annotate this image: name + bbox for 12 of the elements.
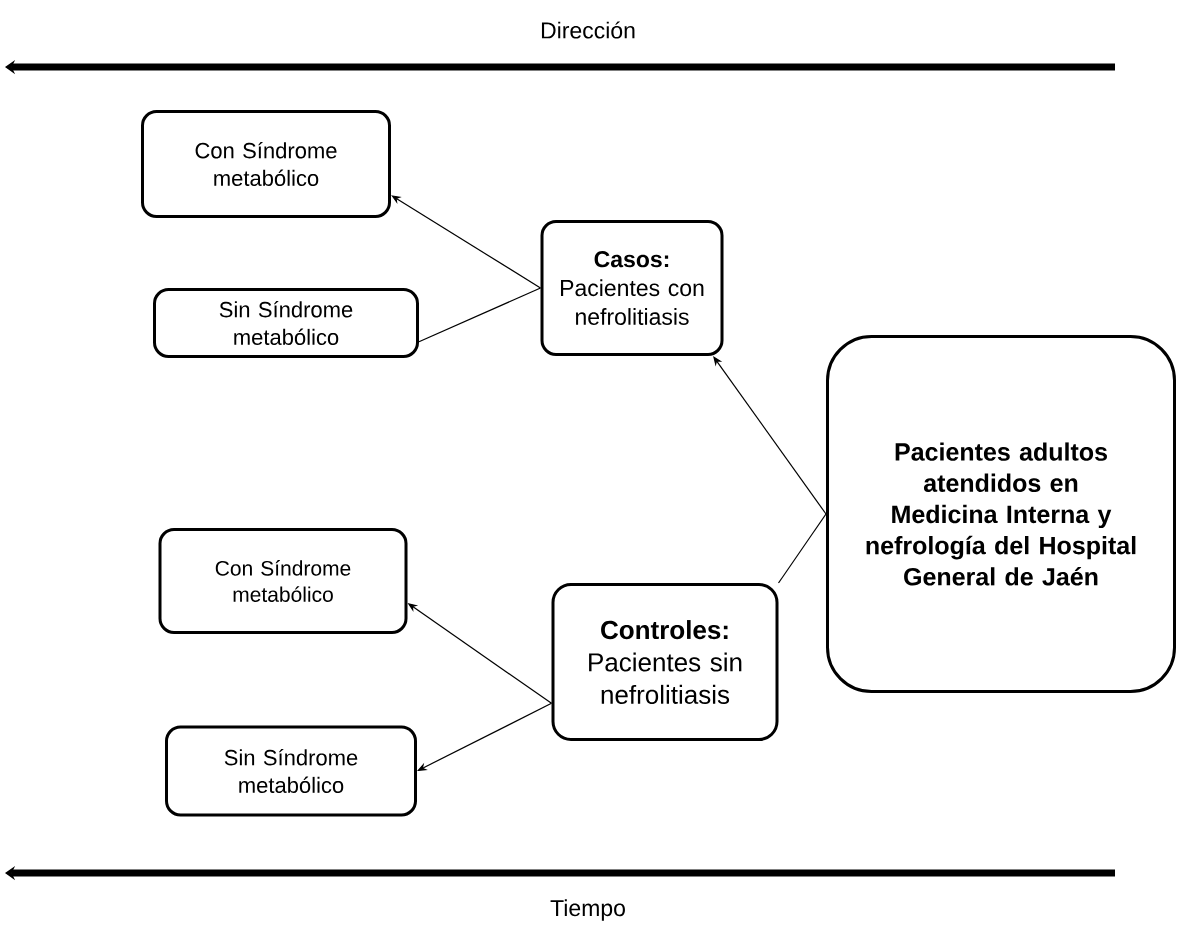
process-box: Sin Síndrome metabólico: [165, 725, 417, 817]
arrow: [391, 195, 542, 289]
process-box: Sin Síndrome metabólico: [153, 288, 419, 358]
process-box: Pacientes adultos atendidos en Medicina Interna y nefrología del Hospital General de Jaén: [826, 335, 1176, 693]
process-box: Controles: Pacientes sin nefrolitiasis: [551, 583, 779, 741]
axis-label: Dirección: [541, 21, 635, 39]
process-box: Con Síndrome metabólico: [141, 110, 391, 218]
arrow: [713, 356, 827, 515]
process-box: Casos: Pacientes con nefrolitiasis: [540, 220, 724, 356]
axis-label: Tiempo: [550, 899, 625, 921]
arrow: [417, 702, 553, 771]
process-box: Con Síndrome metabólico: [158, 528, 408, 634]
